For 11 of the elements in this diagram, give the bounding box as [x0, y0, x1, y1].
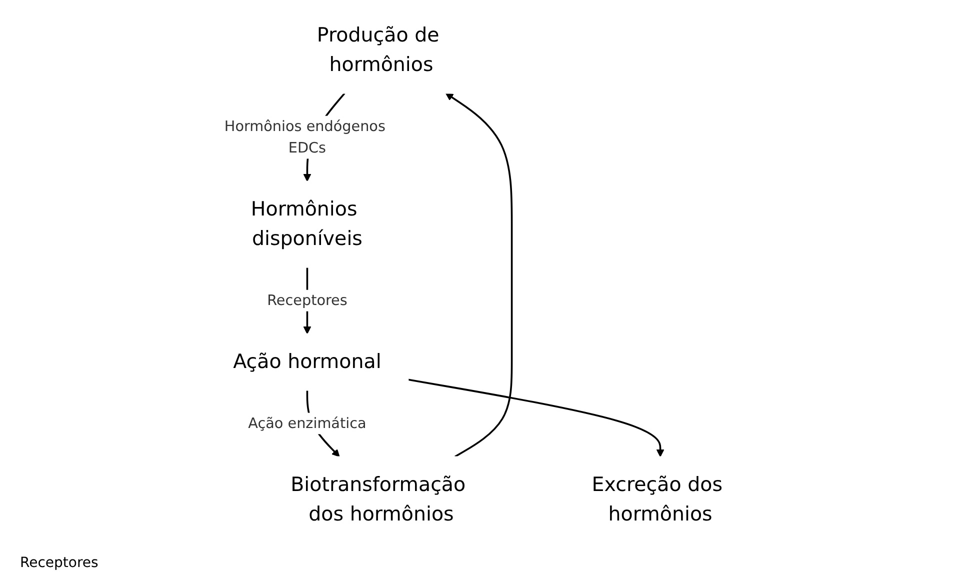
- edge-label: Hormônios endógenos EDCs: [224, 118, 386, 156]
- node-text: Excreção dos hormônios: [592, 474, 723, 526]
- arrow: [408, 378, 664, 458]
- node-text: Hormônios disponíveis: [251, 198, 363, 250]
- edge-label: Ação enzimática: [248, 414, 367, 432]
- node-text: Ação hormonal: [233, 350, 382, 374]
- edge-label: Receptores: [267, 292, 348, 309]
- node-text: Biotransformação dos hormônios: [290, 474, 466, 526]
- arrow: [446, 92, 513, 458]
- node-text: Produção de hormônios: [317, 24, 440, 76]
- note-text: Receptores: [20, 555, 98, 571]
